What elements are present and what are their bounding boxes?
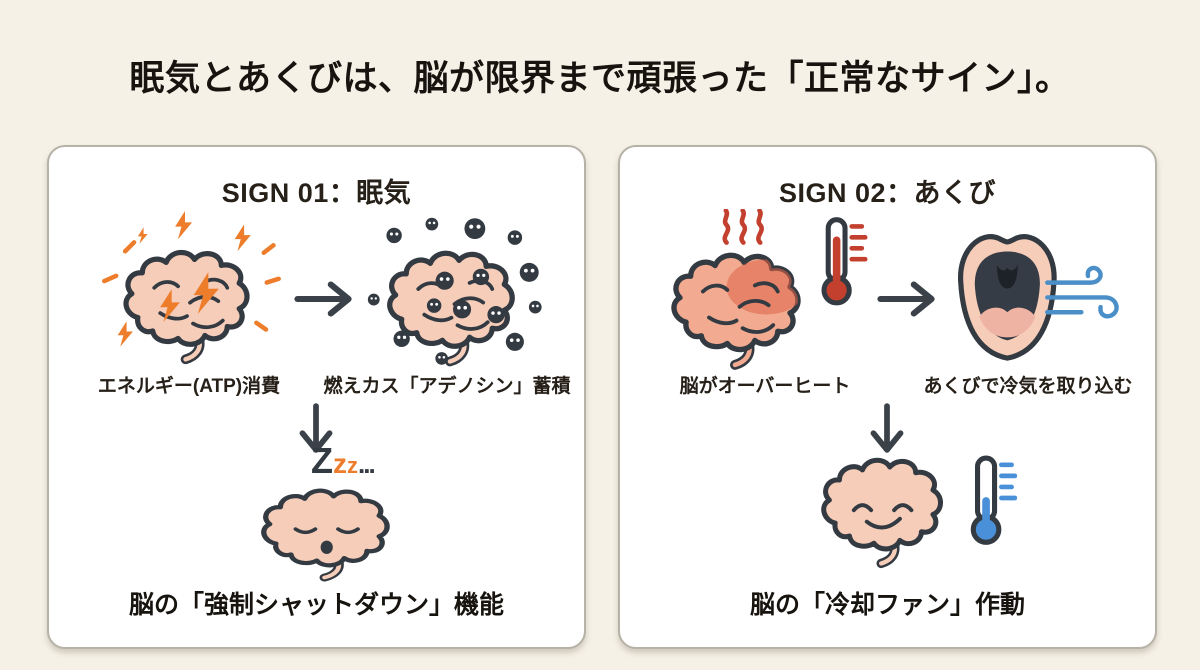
yawning-mouth-icon (958, 234, 1119, 361)
sign-01-footer: 脳の「強制シャットダウン」機能 (128, 591, 504, 619)
sign-02-card: SIGN 02：あくび 脳がオーバーヒー (618, 145, 1157, 649)
brain-adenosine-icon (367, 217, 542, 369)
brain-sleeping-icon (253, 483, 405, 583)
brain-energy-icon (102, 211, 281, 369)
step-label-cool-air: あくびで冷気を取り込む (923, 376, 1133, 397)
step-label-adenosine: 燃えカス「アデノシン」蓄積 (323, 376, 571, 397)
snoring-mouth (320, 540, 333, 554)
uvula (996, 264, 1018, 289)
sign-01-header: SIGN 01：眠気 (221, 178, 412, 208)
arrow-down-icon (868, 403, 906, 453)
step-label-overheat: 脳がオーバーヒート (679, 376, 851, 397)
happy-face (851, 503, 914, 530)
thermometer-hot-icon (824, 220, 865, 303)
arrow-right-icon (875, 279, 937, 319)
step-label-atp: エネルギー(ATP)消費 (97, 376, 281, 397)
page-title: 眠気とあくびは、脳が限界まで頑張った「正常なサイン」。 (129, 59, 1071, 98)
brain-cool-icon (812, 447, 1017, 582)
thermometer-cool-icon (973, 458, 1015, 542)
sign-01-card: SIGN 01：眠気 (47, 145, 586, 649)
sign-02-header: SIGN 02：あくび (778, 178, 997, 208)
arrow-right-icon (292, 279, 354, 319)
wind-swirls-icon (1045, 265, 1119, 319)
tongue (979, 307, 1036, 338)
sleeping-face (293, 527, 360, 535)
spark-dashes (102, 240, 281, 332)
sign-02-footer: 脳の「冷却ファン」作動 (749, 591, 1025, 619)
brain-overheat-icon (655, 209, 870, 371)
heat-waves-icon (725, 211, 762, 243)
